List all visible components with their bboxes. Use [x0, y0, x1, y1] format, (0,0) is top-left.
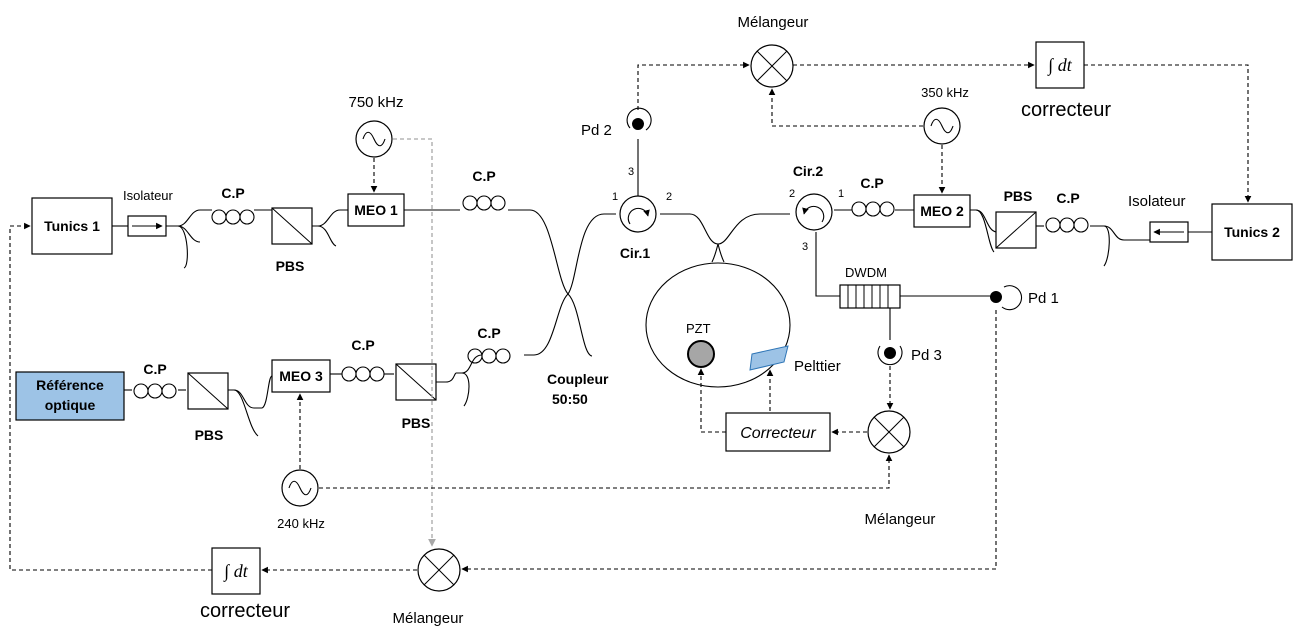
cp4-label: C.P: [143, 361, 166, 377]
tunics-2-laser: [1211, 203, 1293, 261]
cp2-label: C.P: [472, 168, 495, 184]
cavity-corrector-label: Correcteur: [740, 425, 816, 442]
cir1-port-3: 3: [628, 166, 634, 178]
pbs-1: PBS: [271, 207, 313, 274]
pbs-3-label: PBS: [1004, 188, 1033, 204]
isolator-left-label: Isolateur: [123, 188, 174, 203]
mixer-top-label: Mélangeur: [738, 14, 809, 31]
pzt-label: PZT: [686, 321, 711, 336]
polarization-controller-6: C.P: [851, 175, 895, 217]
cp3-label: C.P: [477, 325, 500, 341]
cir2-label: Cir.2: [793, 163, 824, 179]
pbs-1-label: PBS: [276, 258, 305, 274]
pbs-4: PBS: [395, 363, 437, 431]
oscillator-350-icon: [923, 107, 961, 145]
cp1-label: C.P: [221, 185, 244, 201]
tunics-1-label: Tunics 1: [44, 218, 100, 234]
peltier-label: Pelttier: [794, 358, 841, 375]
polarization-controller-4: C.P: [133, 361, 177, 399]
tunics-1-laser: [31, 197, 113, 255]
cir2-port-2: 2: [789, 188, 795, 200]
pd3-label: Pd 3: [911, 347, 942, 364]
dwdm-label: DWDM: [845, 265, 887, 280]
circulator-2: 2 1 3 Cir.2: [789, 163, 844, 253]
meo-3-modulator: [271, 359, 331, 393]
pbs-3: PBS: [995, 188, 1037, 249]
control-signal-paths: [9, 61, 1252, 574]
polarization-controller-2: C.P: [462, 168, 506, 211]
pd1-label: Pd 1: [1028, 290, 1059, 307]
meo-1-modulator: [347, 193, 405, 227]
mixer-right-icon: [867, 410, 911, 454]
coupler-label-line2: 50:50: [552, 391, 588, 407]
pzt-actuator: [687, 340, 715, 368]
corrector-bottom-label: correcteur: [200, 600, 290, 622]
meo-2-label: MEO 2: [920, 203, 964, 219]
cir1-port-1: 1: [612, 191, 618, 203]
reference-label-line2: optique: [45, 397, 96, 413]
pbs-4-label: PBS: [402, 415, 431, 431]
cp6-label: C.P: [860, 175, 883, 191]
integrator-bottom: [211, 547, 261, 595]
oscillator-750-label: 750 kHz: [348, 94, 403, 111]
oscillator-350-label: 350 kHz: [921, 85, 969, 100]
polarization-controller-3: C.P: [467, 325, 511, 364]
cir1-port-2: 2: [666, 191, 672, 203]
oscillator-750-icon: [355, 120, 393, 158]
pd2-label: Pd 2: [581, 122, 612, 139]
mixer-bottom-label: Mélangeur: [393, 610, 464, 627]
mixer-bottom-icon: [417, 548, 461, 592]
reference-label-line1: Référence: [36, 377, 104, 393]
integrator-bottom-label: ∫ dt: [223, 561, 248, 582]
polarization-controller-5: C.P: [341, 337, 385, 382]
dwdm-filter: DWDM: [839, 265, 901, 309]
pbs-2: PBS: [187, 372, 229, 443]
corrector-top-label: correcteur: [1021, 99, 1111, 121]
mixer-top-icon: [750, 44, 794, 88]
coupler-label-line1: Coupleur: [547, 371, 609, 387]
cp5-label: C.P: [351, 337, 374, 353]
cp7-label: C.P: [1056, 190, 1079, 206]
cir2-port-1: 1: [838, 188, 844, 200]
peltier-element: [749, 345, 789, 371]
fiber-paths: [112, 139, 1212, 437]
integrator-top-label: ∫ dt: [1047, 55, 1072, 76]
pbs-2-label: PBS: [195, 427, 224, 443]
integrator-top: [1035, 41, 1085, 89]
meo-1-label: MEO 1: [354, 202, 398, 218]
polarization-controller-7: C.P: [1045, 190, 1089, 233]
meo-2-modulator: [913, 194, 971, 228]
circulator-1: 1 2 3 Cir.1: [612, 166, 672, 261]
photodiode-3: Pd 3: [877, 345, 942, 366]
photodiode-2: Pd 2: [581, 107, 652, 139]
oscillator-240-icon: [281, 469, 319, 507]
isolator-right-label: Isolateur: [1128, 193, 1186, 210]
cir1-label: Cir.1: [620, 245, 651, 261]
oscillator-240-label: 240 kHz: [277, 516, 325, 531]
reference-laser: [15, 371, 125, 421]
meo-3-label: MEO 3: [279, 368, 323, 384]
polarization-controller-1: C.P: [211, 185, 255, 225]
tunics-2-label: Tunics 2: [1224, 224, 1280, 240]
mixer-right-label: Mélangeur: [865, 511, 936, 528]
photodiode-1: Pd 1: [990, 285, 1059, 311]
cavity-corrector: [725, 412, 831, 452]
cir2-port-3: 3: [802, 241, 808, 253]
